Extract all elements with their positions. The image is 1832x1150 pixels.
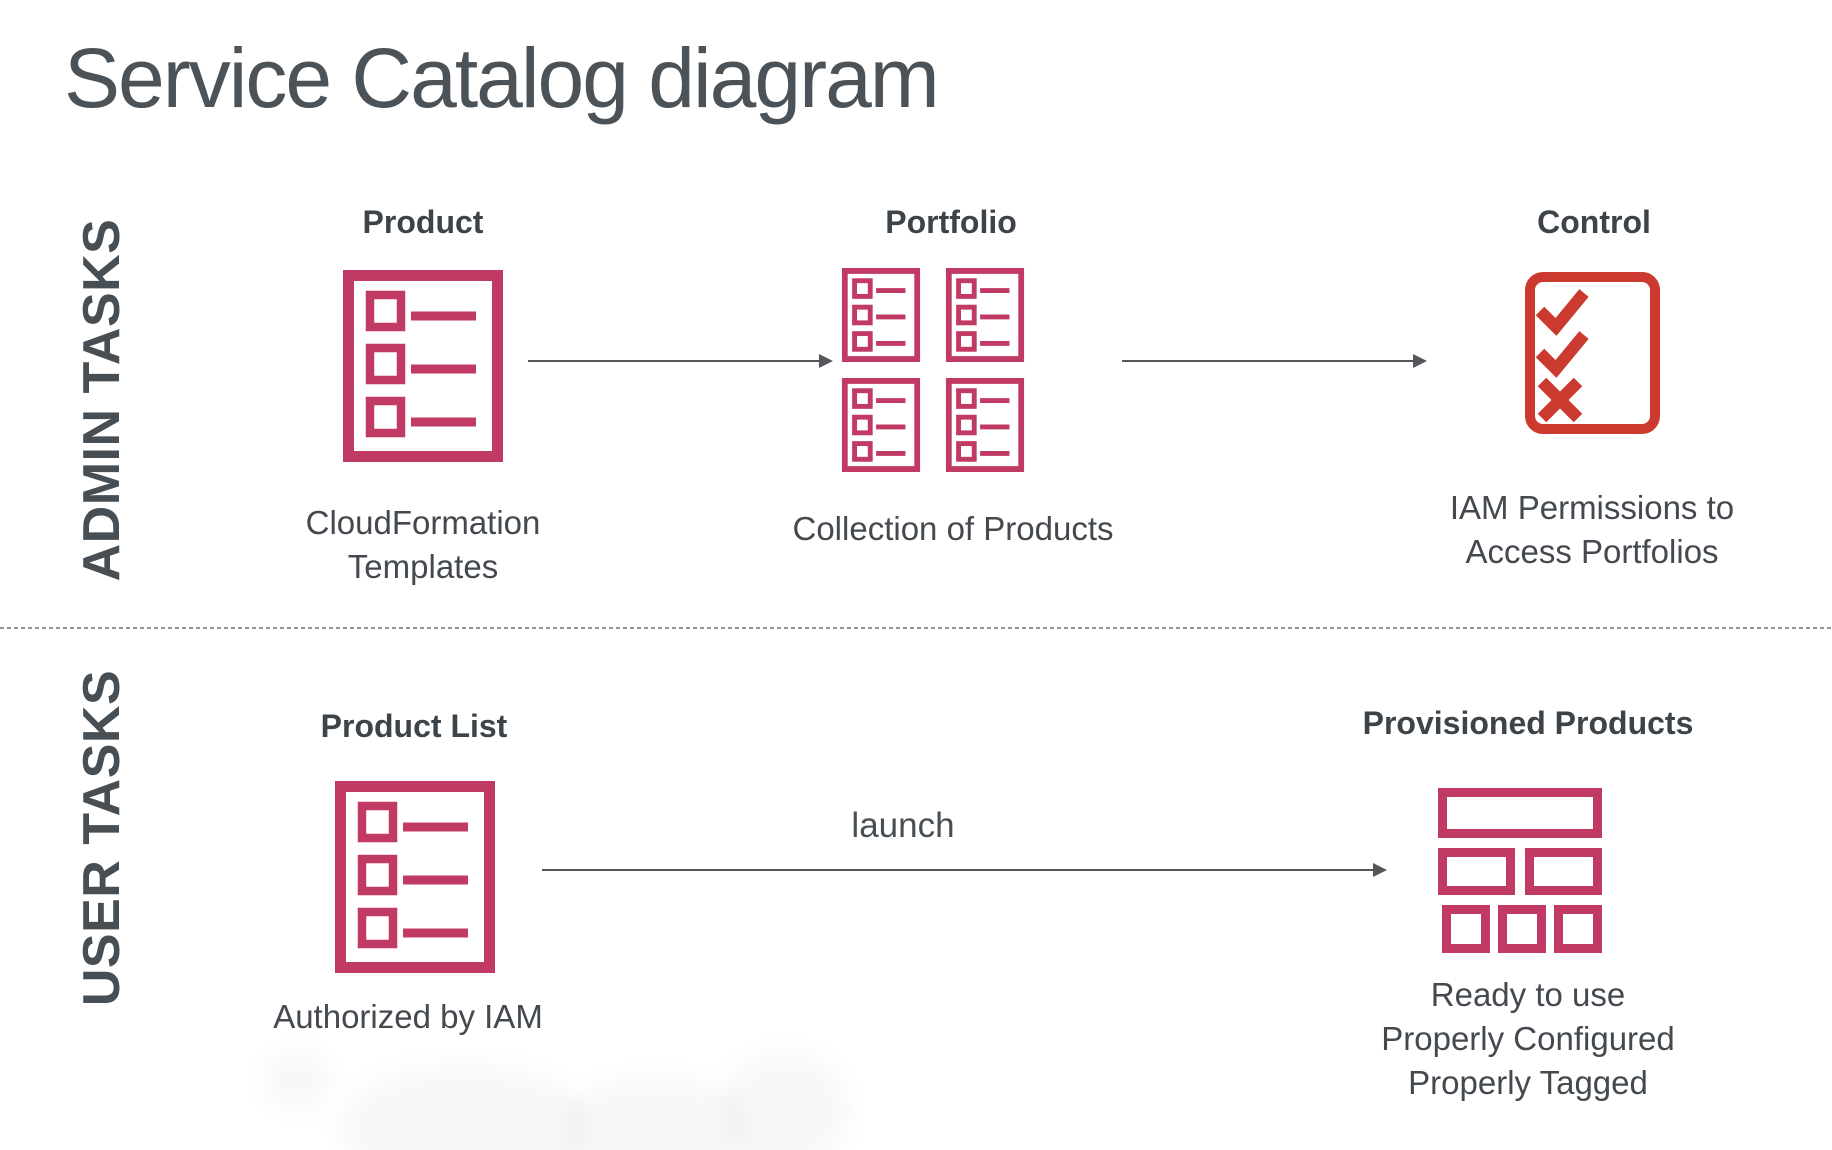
admin-tasks-label: ADMIN TASKS [73,218,131,582]
flow-arrow-launch [542,863,1387,877]
launch-arrow-label: launch [851,806,955,845]
portfolio-caption: Collection of Products [792,510,1114,547]
provisioned-products-caption: Ready to use Properly Configured Properl… [1381,976,1675,1101]
mini-document-list-icon [841,268,921,362]
product-list-caption: Authorized by IAM [273,998,543,1035]
control-caption: IAM Permissions to Access Portfolios [1449,489,1735,570]
flow-arrow-portfolio-to-control [1122,354,1427,368]
mini-document-list-icon [841,378,921,472]
mini-document-list-icon [945,268,1025,362]
document-list-icon [335,781,495,973]
flow-arrow-product-to-portfolio [528,354,833,368]
checklist-icon [1525,272,1660,434]
bricks-icon [1438,788,1602,954]
faint-smudge [720,1050,850,1150]
page-title: Service Catalog diagram [64,31,940,125]
product-caption: CloudFormation Templates [305,504,541,585]
faint-smudge [262,1050,332,1110]
portfolio-grid-icon [841,268,1025,472]
product-heading: Product [362,204,484,240]
portfolio-heading: Portfolio [885,204,1017,240]
document-list-icon [343,270,503,462]
user-tasks-label: USER TASKS [73,669,131,1007]
control-heading: Control [1537,204,1651,240]
product-list-heading: Product List [320,708,508,744]
faint-smudge [340,1062,590,1150]
section-divider [0,627,1832,629]
mini-document-list-icon [945,378,1025,472]
provisioned-products-heading: Provisioned Products [1362,705,1694,741]
